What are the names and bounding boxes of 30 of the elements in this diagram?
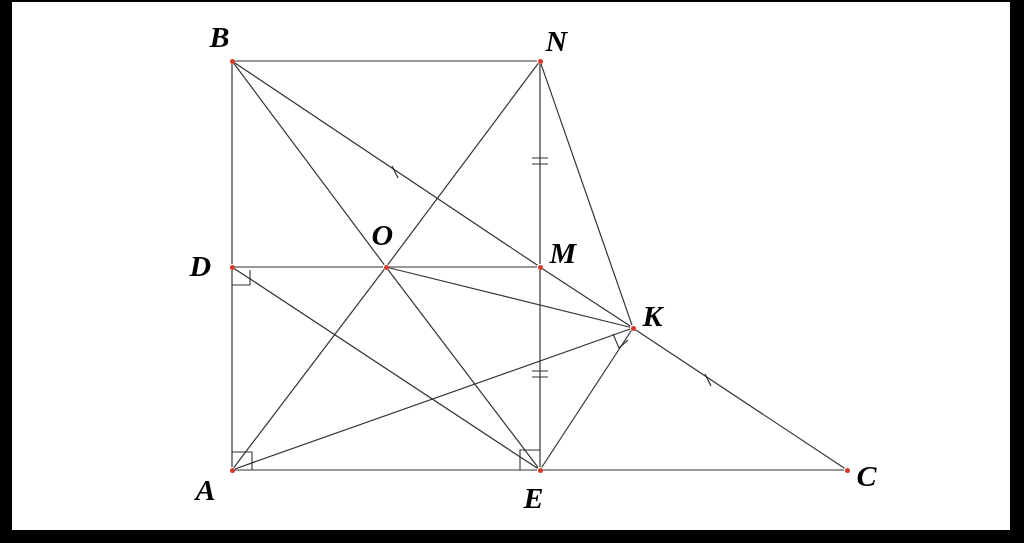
line-segment <box>539 269 541 468</box>
line-segment <box>542 469 845 471</box>
line-segment <box>233 62 385 266</box>
line-segment <box>234 328 631 470</box>
point-label: D <box>189 249 212 282</box>
line-segment <box>231 63 233 265</box>
line-segment <box>234 60 538 62</box>
point-label: M <box>549 236 577 269</box>
point-label: N <box>545 24 568 57</box>
line-segment <box>541 268 632 327</box>
line-segment <box>233 62 539 266</box>
point-label: B <box>209 20 230 53</box>
line-segment <box>233 268 385 469</box>
line-segment <box>388 266 538 268</box>
line-segment <box>539 63 541 265</box>
point-label: K <box>642 299 663 332</box>
line-segment <box>388 267 631 328</box>
line-segment <box>387 268 539 469</box>
line-segment <box>233 268 539 469</box>
point-label: O <box>371 218 394 251</box>
line-segment <box>231 269 233 468</box>
point-label: C <box>856 459 877 492</box>
point-label: A <box>195 473 216 506</box>
line-segment <box>387 62 539 266</box>
point-label: E <box>523 481 544 514</box>
line-segment <box>234 266 384 268</box>
line-segment <box>540 63 633 326</box>
line-segment <box>634 329 846 469</box>
line-segment <box>234 469 538 471</box>
line-segment <box>541 329 632 469</box>
